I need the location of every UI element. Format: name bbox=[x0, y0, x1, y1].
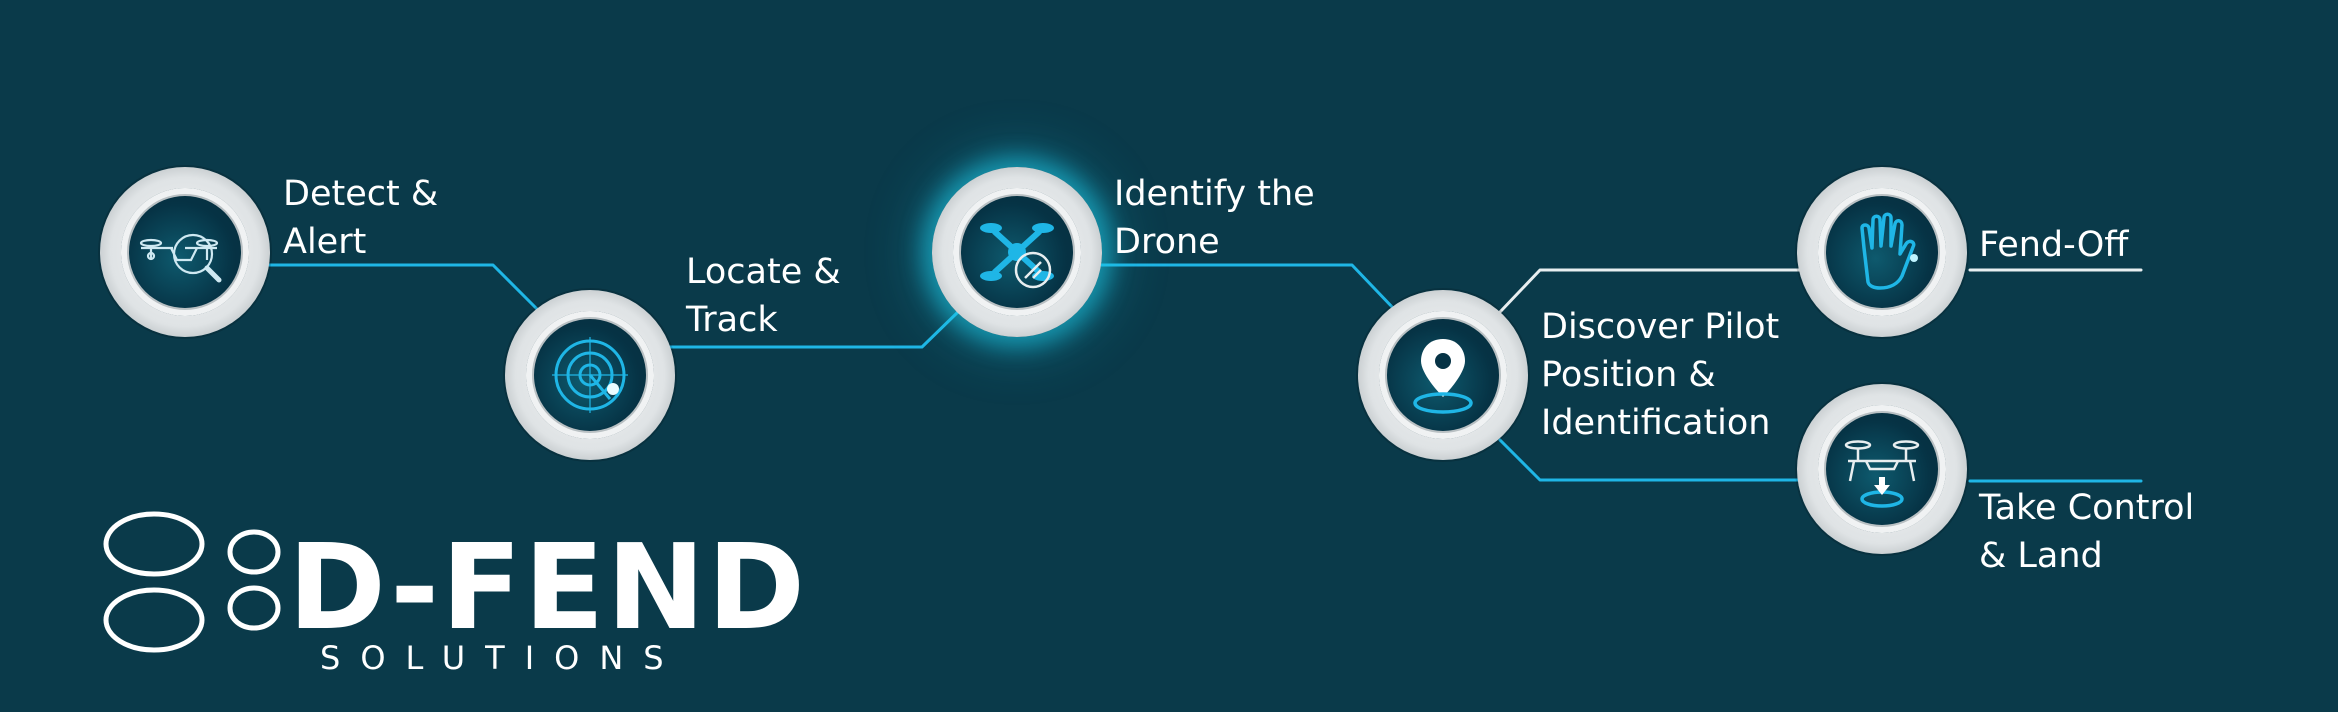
label-line: Discover Pilot bbox=[1541, 307, 1780, 347]
label-detect: Detect & Alert bbox=[283, 170, 438, 266]
label-line: Identify the bbox=[1114, 174, 1315, 214]
node-detect bbox=[100, 167, 270, 337]
label-line: Detect & bbox=[283, 174, 439, 214]
node-fendoff bbox=[1797, 167, 1967, 337]
node-locate bbox=[505, 290, 675, 460]
logo-name: D-FEND bbox=[288, 518, 808, 656]
node-takecontrol bbox=[1797, 384, 1967, 554]
label-takecontrol: Take Control & Land bbox=[1979, 484, 2194, 580]
connector-detect-locate bbox=[266, 263, 542, 314]
label-line: Drone bbox=[1114, 222, 1220, 262]
drone-landing-icon bbox=[1844, 440, 1920, 508]
logo-mark bbox=[103, 511, 281, 653]
label-fendoff: Fend-Off bbox=[1979, 221, 2128, 269]
connector-locate-identify bbox=[668, 308, 962, 349]
label-line: Alert bbox=[283, 222, 367, 262]
location-pin-icon bbox=[1413, 339, 1473, 414]
node-discover bbox=[1358, 290, 1528, 460]
label-line: Take Control bbox=[1979, 488, 2195, 528]
radar-icon bbox=[552, 337, 628, 413]
logo-subtitle: SOLUTIONS bbox=[320, 639, 684, 677]
label-line: Fend-Off bbox=[1979, 225, 2129, 265]
label-identify: Identify the Drone bbox=[1114, 170, 1315, 266]
hand-icon bbox=[1860, 212, 1918, 290]
label-discover: Discover Pilot Position & Identification bbox=[1541, 303, 1779, 447]
label-locate: Locate & Track bbox=[686, 248, 841, 344]
node-identify bbox=[932, 167, 1102, 337]
label-line: & Land bbox=[1979, 536, 2103, 576]
label-line: Locate & bbox=[686, 252, 841, 292]
label-line: Identification bbox=[1541, 403, 1771, 443]
connector-discover-fendoff bbox=[1498, 268, 1804, 314]
drone-search-icon bbox=[139, 233, 222, 283]
label-line: Position & bbox=[1541, 355, 1716, 395]
connector-discover-takecontrol bbox=[1498, 438, 1804, 482]
connector-identify-discover bbox=[1098, 263, 1397, 312]
drone-identify-icon bbox=[980, 223, 1054, 289]
label-line: Track bbox=[686, 300, 778, 340]
